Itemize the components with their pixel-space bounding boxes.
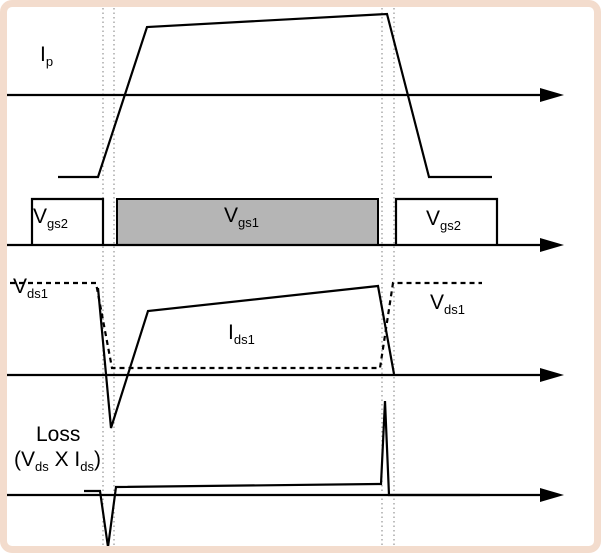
label-loss-formula-p1: (V [14, 448, 35, 471]
label-vgs2-right-sub: gs2 [440, 218, 461, 234]
vgs2-right-pulse [394, 197, 499, 245]
label-ip: Ip [40, 43, 54, 70]
axis-loss-arrowhead [540, 488, 564, 502]
label-loss-formula-p3: ) [93, 448, 101, 471]
label-vgs2-right-main: V [426, 207, 441, 230]
vds1-dashed-waveform [10, 281, 482, 370]
axis-ip-arrowhead [540, 88, 564, 102]
label-vgs1-main: V [224, 204, 239, 227]
axis-vgs-arrowhead [540, 238, 564, 252]
ids1-solid-waveform [96, 284, 396, 429]
label-vgs1-sub: gs1 [238, 215, 259, 231]
label-vds1-right-main: V [430, 291, 445, 314]
vgs1-gray-pulse [116, 198, 379, 246]
vgs2-left-pulse [30, 197, 105, 245]
loss-waveform [84, 400, 480, 548]
label-vds1-right-sub: ds1 [444, 302, 465, 318]
label-vgs2-right: Vgs2 [426, 207, 461, 234]
ip-waveform [58, 12, 492, 179]
label-loss-formula-p2: X I [48, 448, 81, 471]
label-ids1: Ids1 [228, 321, 255, 348]
label-vds1-left-sub: ds1 [27, 286, 48, 302]
label-loss-title: Loss [36, 423, 81, 446]
label-vds1-left: Vds1 [13, 275, 48, 302]
label-vgs2-left-main: V [33, 205, 48, 228]
label-vgs1: Vgs1 [224, 204, 259, 231]
label-loss-formula-s1: ds [35, 459, 49, 475]
label-vds1-left-main: V [13, 275, 28, 298]
label-vds1-right: Vds1 [430, 291, 465, 318]
axis-vds-arrowhead [540, 368, 564, 382]
label-loss-formula: (Vds X Ids) [14, 448, 101, 475]
label-ip-sub: p [45, 54, 54, 70]
label-ids1-sub: ds1 [233, 332, 255, 348]
label-ip-main: I [40, 43, 46, 66]
label-vgs2-left-sub: gs2 [47, 216, 68, 232]
label-vgs2-left: Vgs2 [33, 205, 68, 232]
label-ids1-main: I [228, 321, 234, 344]
label-loss-formula-s2: ds [80, 459, 94, 475]
